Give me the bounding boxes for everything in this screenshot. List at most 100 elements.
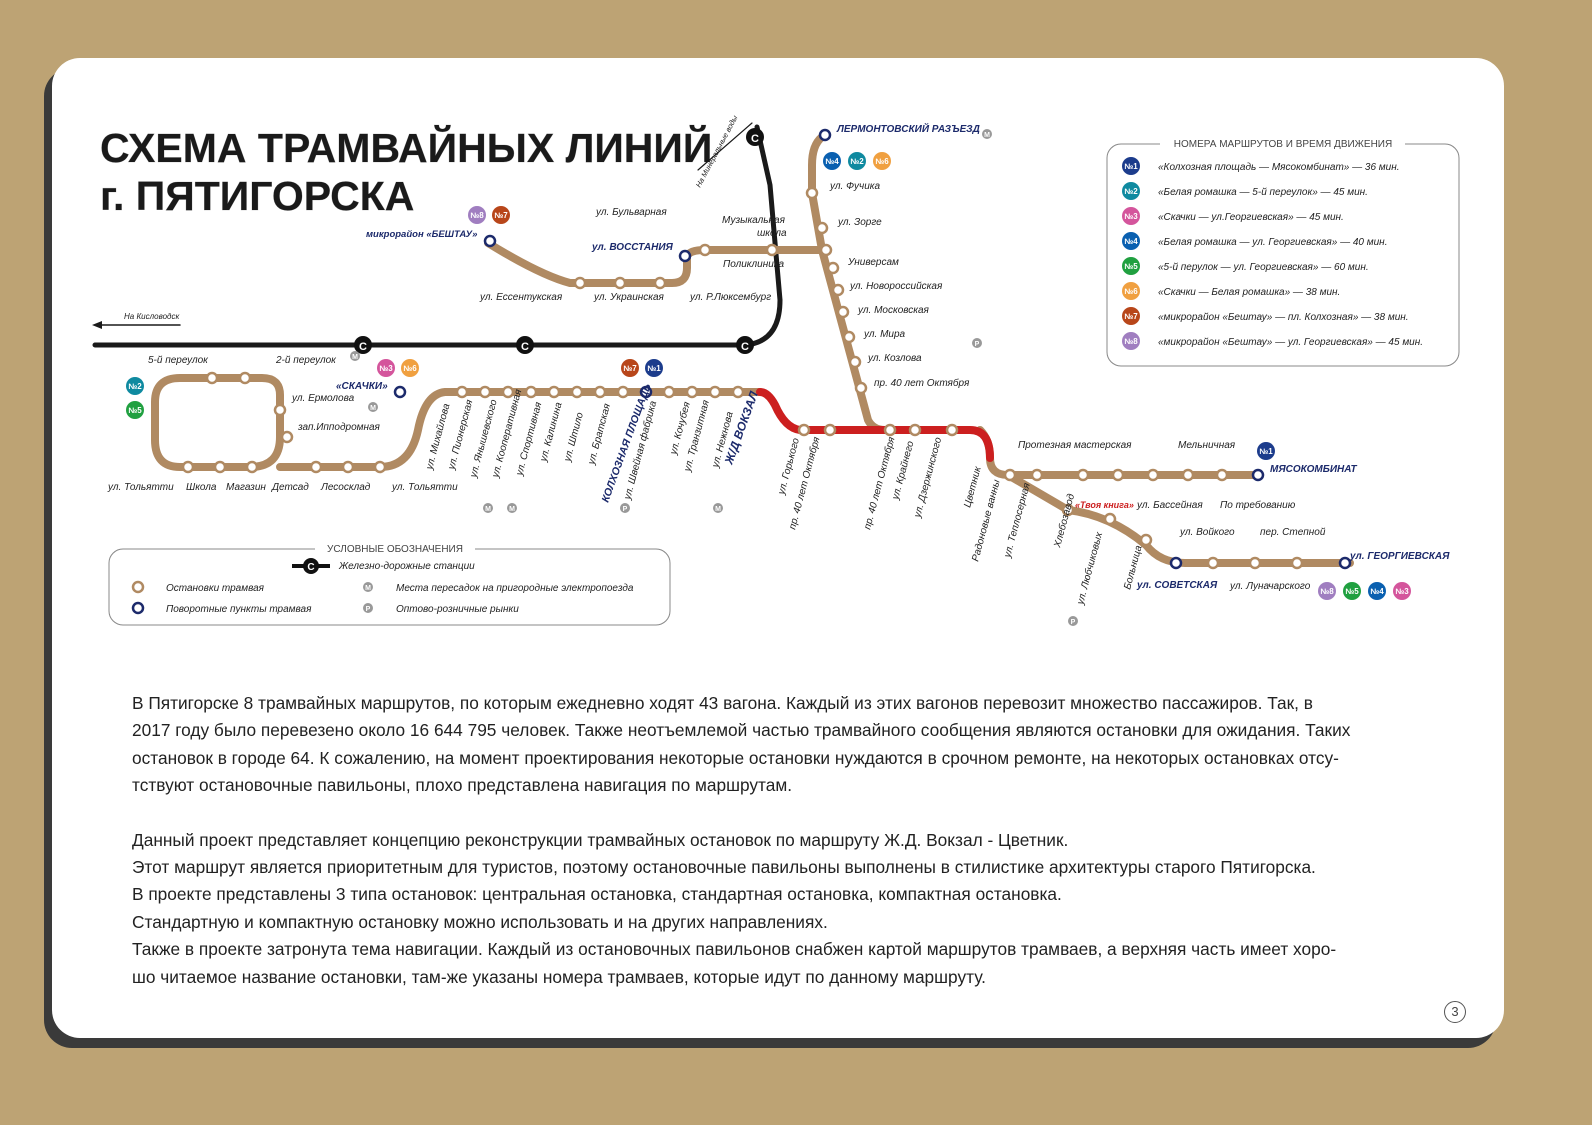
line-beshtau (484, 239, 826, 287)
svg-text:ул. Ермолова: ул. Ермолова (291, 393, 355, 404)
stop-icon (819, 243, 833, 257)
rail-legend-icon (303, 558, 319, 574)
transfer-icon (982, 129, 992, 139)
route-description: «5-й перулок — ул. Георгиевская» — 60 ми… (1158, 262, 1369, 273)
svg-text:2-й переулок: 2-й переулок (275, 355, 337, 366)
svg-text:ул. Бассейная: ул. Бассейная (1136, 500, 1203, 511)
terminal-icon (1338, 556, 1352, 570)
svg-text:Остановки трамвая: Остановки трамвая (166, 583, 265, 594)
svg-text:зап.Ипподромная: зап.Ипподромная (297, 422, 381, 433)
svg-text:ул. Фучика: ул. Фучика (829, 181, 880, 192)
stop-icon (653, 276, 667, 290)
stop-icon (455, 385, 469, 399)
stop-icon (836, 305, 850, 319)
rail-mark: С (521, 341, 529, 353)
kislovodsk-arrow-head (92, 321, 102, 329)
svg-text:Магазин: Магазин (226, 482, 266, 493)
tram-map: СХЕМА ТРАМВАЙНЫХ ЛИНИЙ г. ПЯТИГОРСКА На … (92, 113, 1460, 626)
mineral-arrow-line (697, 122, 753, 171)
stop-icon (373, 460, 387, 474)
svg-text:пер. Степной: пер. Степной (1260, 527, 1326, 538)
svg-text:ул. Войкого: ул. Войкого (1179, 527, 1235, 538)
svg-text:№5: №5 (1345, 587, 1359, 596)
stop-icon (309, 460, 323, 474)
svg-text:С: С (307, 562, 314, 573)
route-number: №8 (1124, 337, 1138, 346)
svg-text:ул. Мира: ул. Мира (863, 329, 906, 340)
route-description: «микрорайон «Бештау» — ул. Георгиевская»… (1158, 337, 1423, 348)
svg-text:ул. Дзержинского: ул. Дзержинского (912, 436, 944, 520)
svg-text:№4: №4 (825, 157, 839, 166)
route-badges: №4 №2 №6 №8 №7 №2 №5 №3 №6 №7 №1 №1 №8 №… (126, 152, 1411, 600)
stop-icon (848, 355, 862, 369)
stop-icon (1215, 468, 1229, 482)
stop-icon (280, 430, 294, 444)
stop-icon (826, 261, 840, 275)
market-legend-icon (363, 603, 373, 613)
stop-icon (1030, 468, 1044, 482)
stop-icon (1061, 503, 1075, 517)
route-description: «Колхозная площадь — Мясокомбинат» — 36 … (1158, 161, 1400, 173)
label-sovetskaya: ул. СОВЕТСКАЯ (1136, 580, 1218, 591)
transfer-icon (713, 503, 723, 513)
svg-text:М: М (984, 132, 990, 139)
stop-icon (1181, 468, 1195, 482)
terminal-icon (818, 128, 832, 142)
market-icon (1068, 616, 1078, 626)
stop-icon (613, 276, 627, 290)
transfer-legend-icon (363, 582, 373, 592)
route-number: №1 (1124, 162, 1138, 171)
stop-icon (883, 423, 897, 437)
stop-icon (205, 371, 219, 385)
svg-text:М: М (715, 506, 721, 513)
transfer-icon (507, 503, 517, 513)
stop-icon (1111, 468, 1125, 482)
stop-icon (593, 385, 607, 399)
stop-icon (524, 385, 538, 399)
text-line: Также в проекте затронута тема навигации… (132, 939, 1337, 960)
svg-text:№6: №6 (875, 157, 889, 166)
route-description: «Белая ромашка — 5-й переулок» — 45 мин. (1158, 187, 1368, 198)
text-line: Этот маршрут является приоритетным для т… (132, 857, 1316, 878)
stop-icon (945, 423, 959, 437)
kislovodsk-label: На Кисловодск (124, 312, 180, 321)
terminal-icon (678, 249, 692, 263)
svg-text:№6: №6 (403, 364, 417, 373)
route-number: №2 (1124, 187, 1138, 196)
svg-text:М: М (370, 405, 376, 412)
svg-text:По требованию: По требованию (1220, 499, 1296, 511)
terminal-icon (393, 385, 407, 399)
svg-text:Р: Р (366, 606, 371, 613)
text-line: шо читаемое название остановки, там-же у… (132, 966, 986, 987)
svg-text:ул. Новороссийская: ул. Новороссийская (849, 281, 943, 292)
stop-icon (213, 460, 227, 474)
svg-text:ул. Р.Люксембург: ул. Р.Люксембург (689, 291, 771, 303)
stop-icon (698, 243, 712, 257)
route-badge-icon (1122, 332, 1140, 350)
description-text: В Пятигорске 8 трамвайных маршрутов, по … (132, 690, 1452, 991)
stop-icon (238, 371, 252, 385)
market-icon (972, 338, 982, 348)
stop-icon (731, 385, 745, 399)
svg-text:ул. Теплосерная: ул. Теплосерная (1002, 481, 1033, 559)
svg-text:ул. Московская: ул. Московская (857, 305, 930, 316)
stop-icon (662, 385, 676, 399)
stop-icon (1290, 556, 1304, 570)
svg-text:Поликлиника: Поликлиника (723, 259, 784, 270)
route-legend-title: НОМЕРА МАРШРУТОВ И ВРЕМЯ ДВИЖЕНИЯ (1174, 139, 1392, 150)
svg-text:Цветник: Цветник (962, 464, 984, 508)
svg-text:ул. Украинская: ул. Украинская (593, 292, 665, 303)
svg-text:школа: школа (757, 228, 787, 239)
stop-icon (1139, 533, 1153, 547)
route-description: «Скачки — Белая ромашка» — 38 мин. (1158, 287, 1340, 298)
svg-text:Протезная мастерская: Протезная мастерская (1018, 440, 1132, 451)
svg-text:ул. Тольятти: ул. Тольятти (391, 482, 458, 493)
line-loop-connector (276, 388, 764, 471)
rail-stations: С С С С (354, 128, 764, 354)
rail-mark: С (751, 133, 759, 145)
stop-legend-icon (131, 580, 145, 594)
route-number: №4 (1124, 237, 1138, 246)
transfer-icon (483, 503, 493, 513)
svg-text:ул. Козлова: ул. Козлова (867, 353, 922, 364)
stop-icon (815, 221, 829, 235)
